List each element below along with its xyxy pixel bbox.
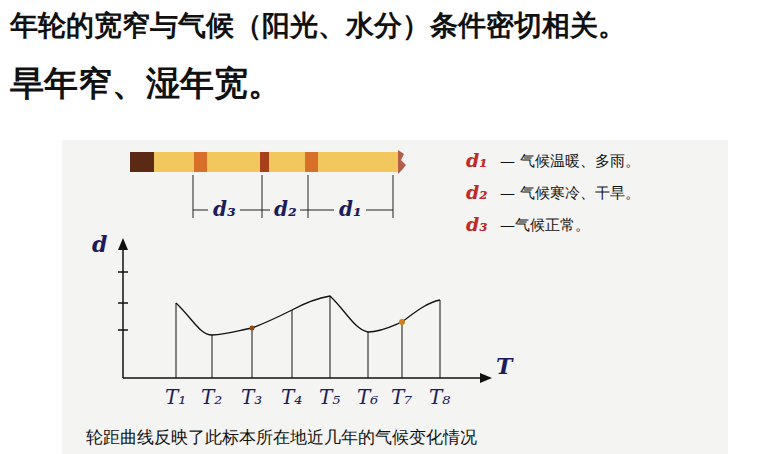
wood-strip	[154, 152, 398, 172]
legend-symbol: d₁	[466, 150, 488, 172]
ordinate-lines	[176, 296, 440, 378]
time-label: T₂	[201, 386, 222, 409]
dimension-label: d₂	[272, 198, 299, 221]
figure-caption: 轮距曲线反映了此标本所在地近几年的气候变化情况	[86, 428, 477, 448]
ring	[194, 152, 207, 172]
axis-arrow	[118, 238, 128, 250]
figure-ground	[62, 140, 728, 454]
time-label: T₅	[319, 386, 340, 409]
time-label: T₃	[241, 386, 262, 409]
ring-width-curve	[176, 296, 440, 335]
dimension-label: d₃	[211, 198, 238, 221]
legend-symbol: d₃	[466, 214, 488, 236]
axis-label: T	[496, 354, 512, 379]
pith-end	[398, 150, 406, 174]
dimension-label: d₁	[337, 198, 364, 221]
time-label: T₁	[165, 386, 186, 409]
page-title: 年轮的宽窄与气候（阳光、水分）条件密切相关。	[10, 10, 626, 42]
legend-symbol: d₂	[466, 182, 488, 204]
time-label: T₆	[357, 386, 378, 409]
sub-heading: 旱年窄、湿年宽。	[10, 64, 282, 103]
time-label: T₄	[281, 386, 302, 409]
ring	[260, 152, 269, 172]
bark-end	[130, 152, 154, 172]
time-label: T₇	[391, 386, 412, 409]
data-dot	[399, 319, 405, 325]
axis-label: d	[92, 232, 107, 257]
ring	[305, 152, 318, 172]
time-label: T₈	[429, 386, 450, 409]
legend-text: —气候正常。	[500, 217, 590, 234]
axis-arrow	[480, 373, 492, 383]
legend-text: — 气候温暖、多雨。	[500, 153, 640, 170]
data-dot	[250, 326, 255, 331]
axes	[118, 244, 486, 378]
legend-text: — 气候寒冷、干旱。	[500, 185, 640, 202]
